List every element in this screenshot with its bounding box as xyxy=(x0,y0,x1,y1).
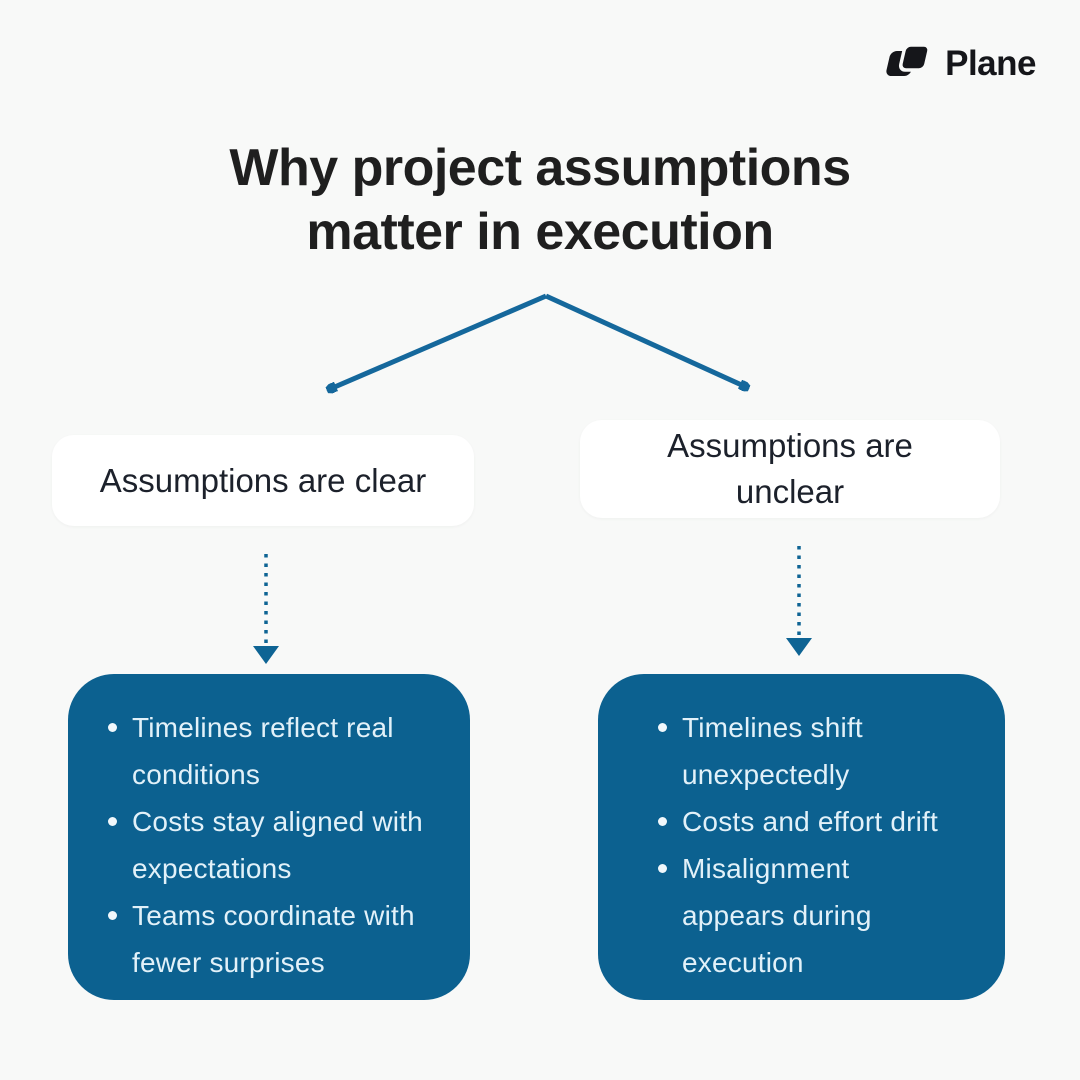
dotted-arrow-right xyxy=(786,546,812,656)
branch-label-unclear-text: Assumptions are unclear xyxy=(667,427,913,510)
list-item: Teams coordinate with fewer surprises xyxy=(106,892,428,986)
branch-label-clear-text: Assumptions are clear xyxy=(99,461,427,499)
list-item: Misalignment appears during execution xyxy=(656,845,944,986)
list-item: Costs and effort drift xyxy=(656,798,944,845)
page-title: Why project assumptions matter in execut… xyxy=(0,136,1080,264)
outcome-box-unclear: Timelines shift unexpectedly Costs and e… xyxy=(598,674,1005,1000)
page-title-line2: matter in execution xyxy=(306,203,774,261)
outcome-box-clear: Timelines reflect real conditions Costs … xyxy=(68,674,470,1000)
list-item: Costs stay aligned with expectations xyxy=(106,798,428,892)
page-title-line1: Why project assumptions xyxy=(229,139,851,197)
list-item: Timelines shift unexpectedly xyxy=(656,704,944,798)
split-arrow-right xyxy=(544,293,746,387)
outcome-list-clear: Timelines reflect real conditions Costs … xyxy=(106,704,428,986)
dotted-arrow-left xyxy=(253,554,279,664)
plane-logo-wordmark: Plane xyxy=(945,44,1036,83)
plane-logo: Plane xyxy=(882,42,1036,86)
branch-label-clear: Assumptions are clear xyxy=(52,435,474,526)
outcome-list-unclear: Timelines shift unexpectedly Costs and e… xyxy=(656,704,944,986)
branch-label-unclear: Assumptions are unclear xyxy=(580,420,1000,518)
list-item: Timelines reflect real conditions xyxy=(106,704,428,798)
split-arrow-left xyxy=(330,293,547,389)
plane-logo-icon xyxy=(882,42,934,86)
